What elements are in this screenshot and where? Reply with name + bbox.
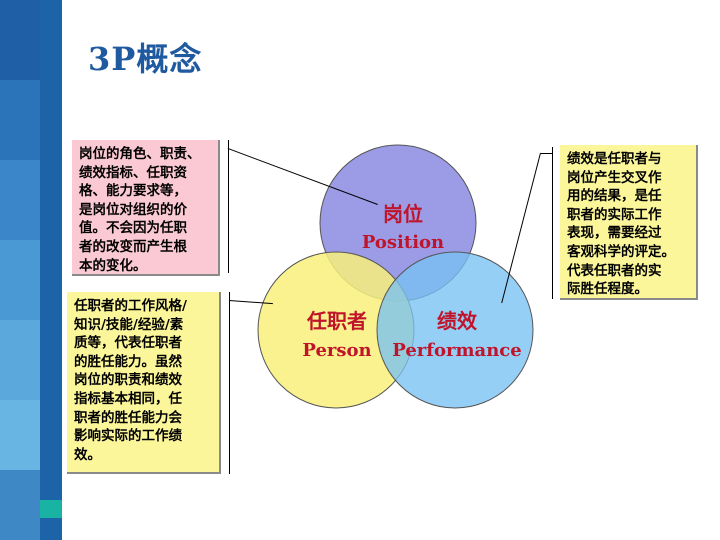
note-line: 职者的实际工作 [567, 206, 662, 223]
person-label-en: Person [302, 340, 371, 361]
note-line: 客观科学的评定。 [567, 243, 675, 260]
note-line: 任职者的工作风格/ [74, 298, 187, 314]
position-description-box: 岗位的角色、职责、 绩效指标、任职资 格、能力要求等， 是岗位对组织的价 值。不… [72, 140, 220, 276]
note-line: 绩效指标、任职资 [79, 164, 187, 181]
slide-title: 3P概念 [88, 40, 203, 78]
note-line: 者的改变而产生根 [79, 238, 187, 255]
sidebar-accent-bar [40, 0, 62, 540]
note-line: 表现，需要经过 [567, 225, 662, 242]
performance-description-box: 绩效是任职者与 岗位产生交叉作 用的结果，是任 职者的实际工作 表现，需要经过 … [560, 145, 698, 300]
position-label-zh: 岗位 [383, 202, 423, 226]
note-line: 岗位的角色、职责、 [79, 146, 201, 162]
sidebar-gradient [0, 240, 40, 320]
note-line: 岗位产生交叉作 [567, 169, 662, 186]
note-line: 影响实际的工作绩 [74, 428, 182, 445]
performance-circle [376, 251, 534, 409]
note-line: 指标基本相同，任 [74, 390, 182, 407]
note-line: 的胜任能力。虽然 [74, 353, 182, 370]
sidebar-gradient [0, 0, 40, 80]
callout-bracket-bottom-left [229, 292, 230, 474]
note-line: 是岗位对组织的价 [79, 201, 187, 218]
performance-label-en: Performance [392, 340, 521, 361]
note-line: 值。不会因为任职 [79, 220, 187, 237]
performance-label-zh: 绩效 [437, 309, 477, 333]
note-line: 职者的胜任能力会 [74, 409, 182, 426]
note-line: 本的变化。 [79, 257, 147, 274]
note-line: 知识/技能/经验/素 [74, 316, 184, 333]
sidebar-gradient [0, 470, 40, 540]
note-line: 岗位的职责和绩效 [74, 372, 182, 389]
note-line: 用的结果，是任 [567, 188, 662, 205]
callout-bracket-right [552, 147, 553, 299]
person-description-box: 任职者的工作风格/ 知识/技能/经验/素 质等，代表任职者 的胜任能力。虽然 岗… [67, 292, 221, 474]
note-line: 代表任职者的实 [567, 262, 662, 279]
sidebar-gradient [0, 160, 40, 240]
callout-leader-performance [541, 153, 553, 154]
note-line: 绩效是任职者与 [567, 151, 662, 167]
note-line: 际胜任程度。 [567, 281, 648, 298]
sidebar-gradient [0, 400, 40, 470]
callout-bracket-top-left [228, 140, 229, 273]
sidebar-gradient [0, 320, 40, 400]
sidebar-decoration [0, 0, 62, 540]
sidebar-gradient [0, 80, 40, 160]
position-label-en: Position [362, 232, 444, 253]
note-line: 格、能力要求等， [79, 183, 187, 200]
sidebar-teal-block [40, 500, 62, 518]
note-line: 质等，代表任职者 [74, 335, 182, 352]
person-label-zh: 任职者 [306, 309, 367, 333]
note-line: 效。 [74, 446, 101, 463]
